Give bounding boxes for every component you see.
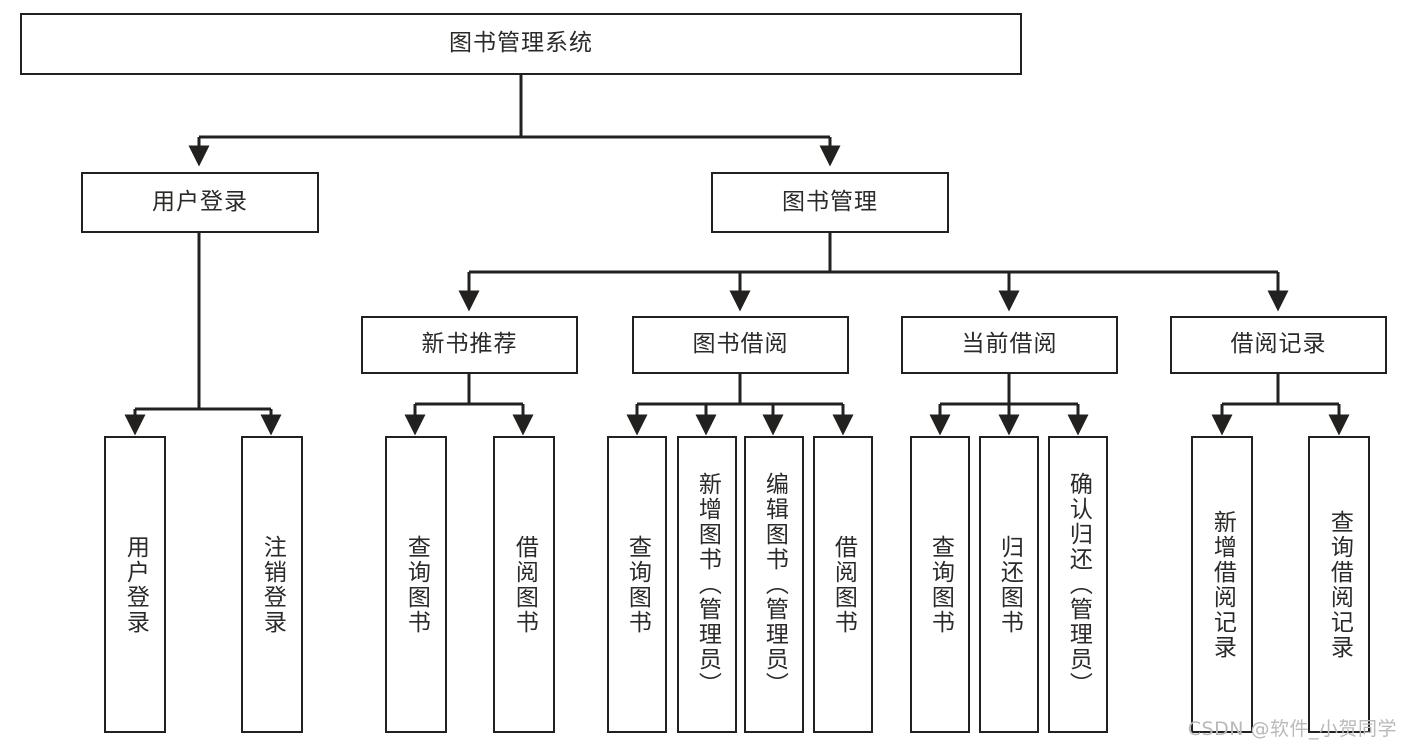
- node-borrow-record[interactable]: 借阅记录: [1170, 316, 1387, 374]
- node-book-management[interactable]: 图书管理: [711, 172, 949, 233]
- node-root-system[interactable]: 图书管理系统: [20, 13, 1022, 75]
- leaf-label: 编辑图书（管理员）: [761, 472, 788, 697]
- leaf-label: 查询图书: [624, 534, 651, 635]
- leaf-query-book-borrow[interactable]: 查询图书: [607, 436, 667, 733]
- node-current-borrow[interactable]: 当前借阅: [901, 316, 1118, 374]
- leaf-label: 确认归还（管理员）: [1065, 472, 1092, 697]
- leaf-query-borrow-record[interactable]: 查询借阅记录: [1308, 436, 1370, 733]
- leaf-borrow-book-recommend[interactable]: 借阅图书: [493, 436, 555, 733]
- csdn-watermark: CSDN @软件_小贺同学: [1187, 718, 1397, 740]
- leaf-user-login[interactable]: 用户登录: [104, 436, 166, 733]
- node-new-book-recommend[interactable]: 新书推荐: [361, 316, 578, 374]
- leaf-confirm-return-admin[interactable]: 确认归还（管理员）: [1048, 436, 1108, 733]
- leaf-label: 新增借阅记录: [1209, 509, 1236, 660]
- leaf-borrow-book-borrow[interactable]: 借阅图书: [813, 436, 873, 733]
- leaf-return-book[interactable]: 归还图书: [979, 436, 1039, 733]
- node-book-borrow[interactable]: 图书借阅: [632, 316, 849, 374]
- leaf-add-borrow-record[interactable]: 新增借阅记录: [1191, 436, 1253, 733]
- node-user-login[interactable]: 用户登录: [81, 172, 319, 233]
- leaf-label: 查询图书: [403, 534, 430, 635]
- leaf-edit-book-admin[interactable]: 编辑图书（管理员）: [744, 436, 804, 733]
- leaf-label: 借阅图书: [511, 534, 538, 635]
- leaf-logout-login[interactable]: 注销登录: [241, 436, 303, 733]
- leaf-query-book-current[interactable]: 查询图书: [910, 436, 970, 733]
- leaf-query-book-recommend[interactable]: 查询图书: [385, 436, 447, 733]
- leaf-label: 用户登录: [122, 534, 149, 635]
- leaf-label: 注销登录: [259, 534, 286, 635]
- leaf-label: 查询借阅记录: [1326, 509, 1353, 660]
- leaf-add-book-admin[interactable]: 新增图书（管理员）: [677, 436, 737, 733]
- leaf-label: 归还图书: [996, 534, 1023, 635]
- leaf-label: 查询图书: [927, 534, 954, 635]
- leaf-label: 借阅图书: [830, 534, 857, 635]
- leaf-label: 新增图书（管理员）: [694, 472, 721, 697]
